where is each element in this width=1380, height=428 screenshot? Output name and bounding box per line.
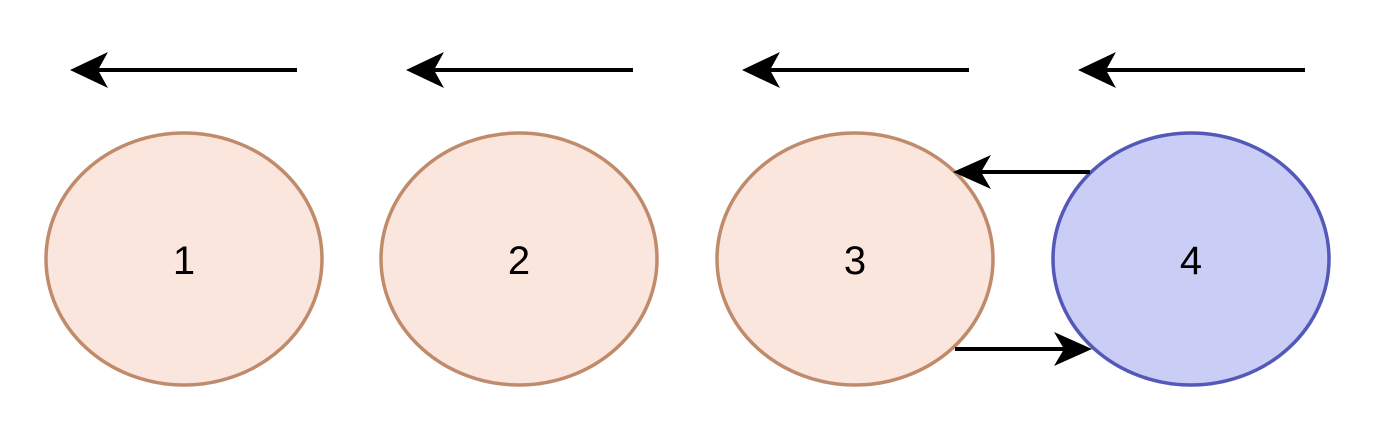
node-3-circle (715, 131, 995, 387)
node-3: 3 (715, 131, 995, 387)
direction-arrow-2 (406, 52, 633, 88)
node-1-circle (44, 131, 324, 387)
node-2: 2 (379, 131, 659, 387)
node-2-label: 2 (508, 239, 530, 283)
node-4-label: 4 (1180, 239, 1202, 283)
direction-arrow-3 (742, 52, 969, 88)
direction-arrow-1 (70, 52, 297, 88)
link-4-to-3 (953, 155, 1090, 189)
direction-arrow-4 (1078, 52, 1305, 88)
node-4-circle (1051, 131, 1331, 387)
link-3-to-4 (955, 332, 1092, 366)
node-2-circle (379, 131, 659, 387)
node-1: 1 (44, 131, 324, 387)
direction-arrows (70, 52, 1305, 88)
node-4: 4 (1051, 131, 1331, 387)
node-3-label: 3 (844, 239, 866, 283)
node-1-label: 1 (173, 239, 195, 283)
links (953, 155, 1092, 366)
